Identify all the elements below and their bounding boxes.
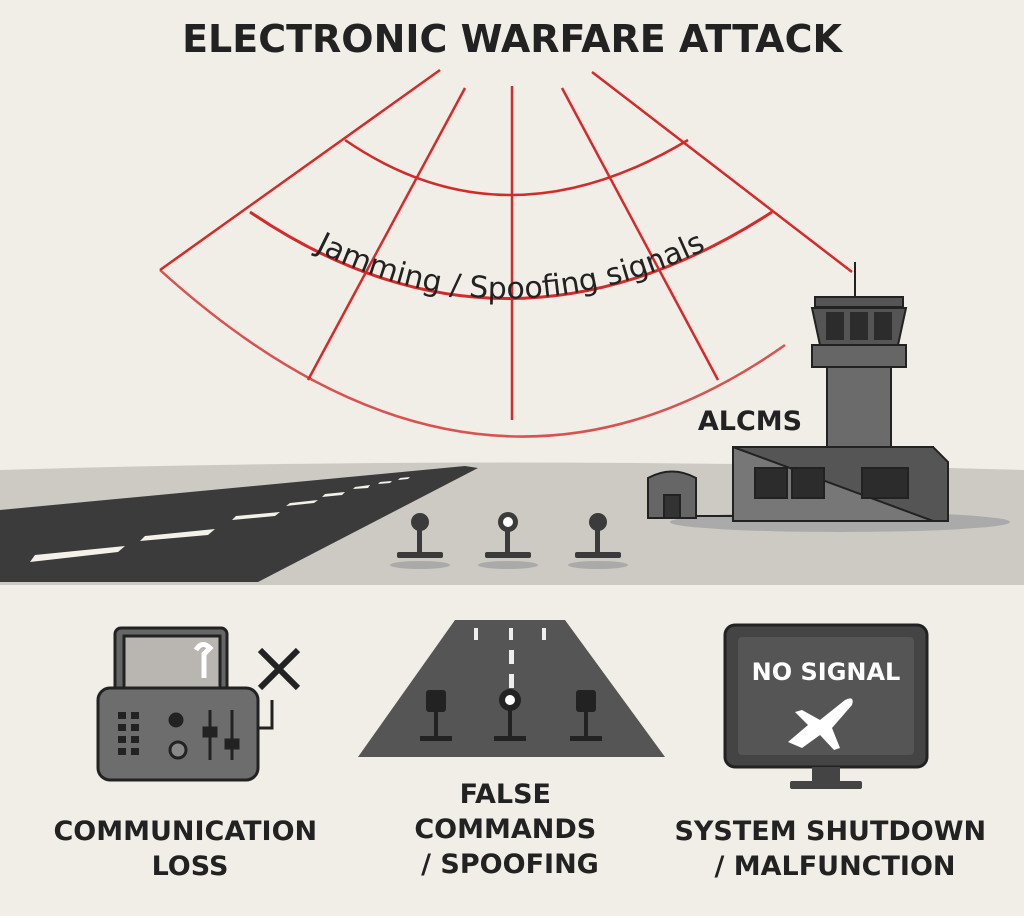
no-signal-text: NO SIGNAL (752, 658, 901, 686)
title: ELECTRONIC WARFARE ATTACK (182, 17, 843, 61)
runway-light (390, 512, 628, 569)
effect-label-false-commands: FALSE COMMANDS / SPOOFING (414, 779, 605, 880)
no-signal-monitor-icon: NO SIGNAL (723, 623, 929, 789)
effect-label-communication-loss: COMMUNICATION LOSS (53, 816, 326, 882)
airfield: ALCMS (0, 262, 1024, 585)
runway (0, 466, 478, 582)
signal-label: Jamming / Spoofing signals (310, 225, 710, 307)
signal-waves (159, 68, 853, 438)
tower-label: ALCMS (698, 406, 802, 437)
effect-label-system-shutdown: SYSTEM SHUTDOWN / MALFUNCTION (674, 816, 995, 882)
broken-radio-icon (96, 626, 301, 782)
control-tower (647, 262, 1010, 532)
runway-lights-icon (358, 620, 665, 757)
